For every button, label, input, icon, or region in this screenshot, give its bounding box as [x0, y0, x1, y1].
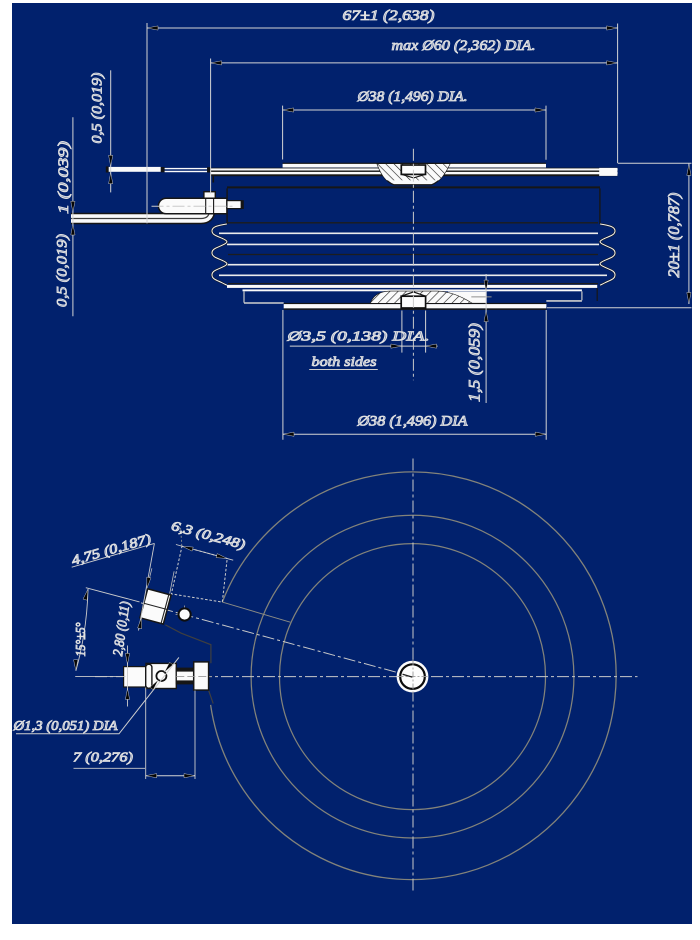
svg-text:Ø3,5 (0,138) DIA.: Ø3,5 (0,138) DIA.: [286, 330, 429, 345]
svg-text:0,5 (0,019): 0,5 (0,019): [90, 73, 106, 144]
svg-text:max Ø60 (2,362) DIA.: max Ø60 (2,362) DIA.: [392, 38, 536, 54]
svg-text:15°±5°: 15°±5°: [73, 622, 88, 657]
svg-text:20±1 (0,787): 20±1 (0,787): [666, 193, 683, 278]
svg-text:both sides: both sides: [312, 354, 377, 369]
svg-text:7 (0,276): 7 (0,276): [73, 751, 133, 766]
svg-text:Ø38 (1,496) DIA: Ø38 (1,496) DIA: [356, 414, 468, 430]
svg-text:Ø38 (1,496) DIA.: Ø38 (1,496) DIA.: [356, 89, 467, 105]
svg-text:1,5 (0,059): 1,5 (0,059): [467, 323, 484, 402]
svg-text:67±1 (2,638): 67±1 (2,638): [343, 8, 435, 24]
svg-text:0,5 (0,019): 0,5 (0,019): [55, 234, 71, 307]
svg-text:Ø1,3 (0,051) DIA: Ø1,3 (0,051) DIA: [12, 718, 118, 733]
svg-text:1 (0,039): 1 (0,039): [56, 141, 72, 214]
